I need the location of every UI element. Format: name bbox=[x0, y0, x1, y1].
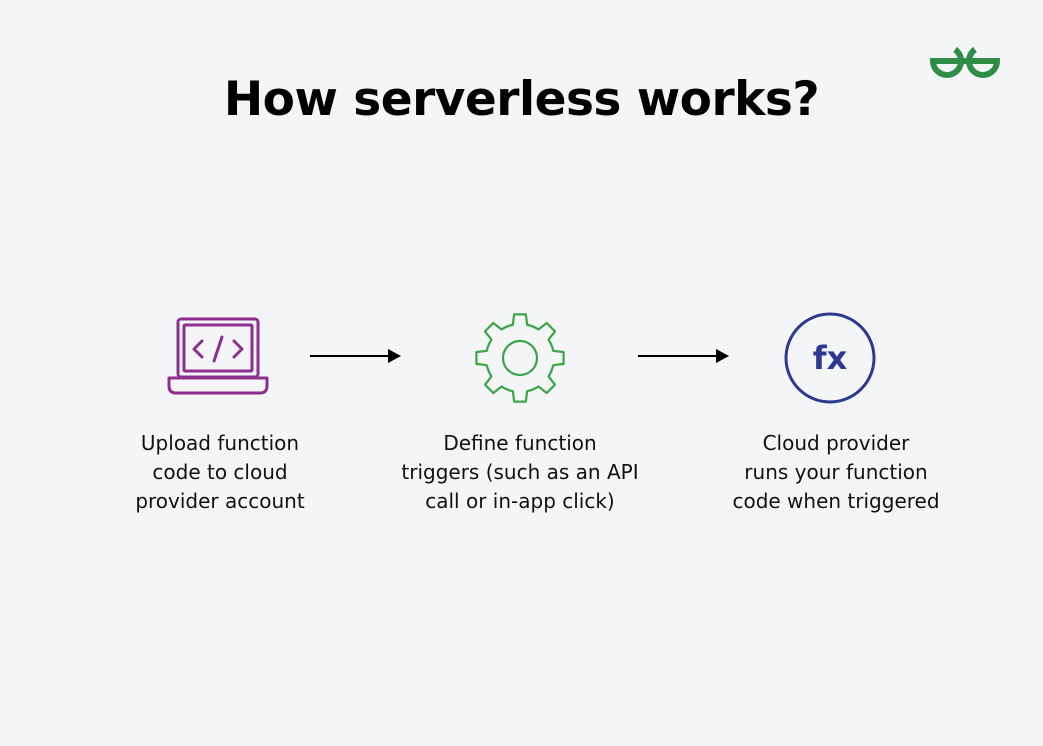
laptop-code-icon bbox=[167, 317, 269, 395]
arrow-right-icon bbox=[638, 349, 729, 363]
fx-symbol: fx bbox=[813, 339, 848, 377]
step-1-line-2: code to cloud bbox=[152, 460, 288, 484]
step-3-line-1: Cloud provider bbox=[762, 431, 910, 455]
fx-function-icon: fx bbox=[784, 312, 876, 404]
step-2-caption: Define function triggers (such as an API… bbox=[390, 429, 650, 516]
step-3-line-3: code when triggered bbox=[732, 489, 940, 513]
step-2-line-1: Define function bbox=[443, 431, 597, 455]
gear-icon bbox=[475, 313, 565, 403]
step-2-line-2: triggers (such as an API bbox=[401, 460, 639, 484]
geeksforgeeks-logo-icon bbox=[929, 47, 1001, 78]
diagram-title: How serverless works? bbox=[223, 72, 820, 127]
step-1-line-3: provider account bbox=[135, 489, 305, 513]
step-3-caption: Cloud provider runs your function code w… bbox=[706, 429, 966, 516]
arrow-right-icon bbox=[310, 349, 401, 363]
step-1-caption: Upload function code to cloud provider a… bbox=[90, 429, 350, 516]
step-2-line-3: call or in-app click) bbox=[425, 489, 615, 513]
step-1-line-1: Upload function bbox=[140, 431, 300, 455]
step-3-line-2: runs your function bbox=[744, 460, 928, 484]
